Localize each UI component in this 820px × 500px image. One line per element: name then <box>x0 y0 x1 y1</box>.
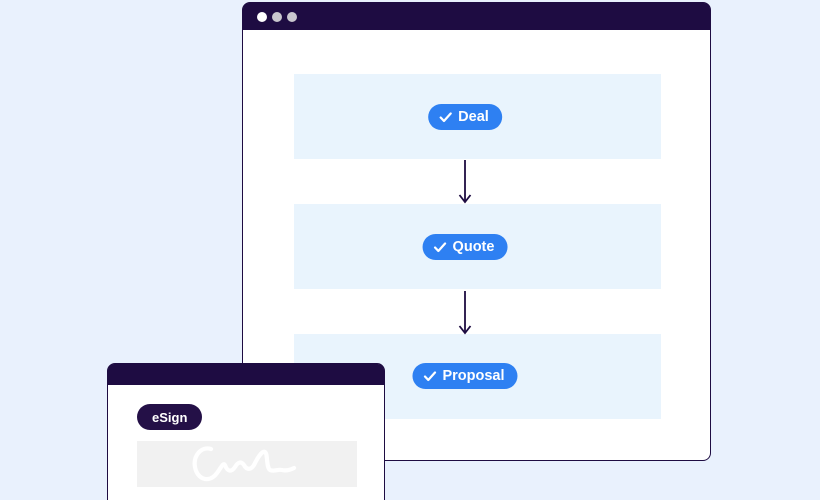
check-icon <box>439 111 452 123</box>
window-control-dot-icon[interactable] <box>272 11 282 22</box>
proposal-button[interactable]: Proposal <box>412 363 518 389</box>
deal-button[interactable]: Deal <box>428 104 502 130</box>
check-icon <box>423 370 437 382</box>
workflow-browser-window: Deal Quote Proposal <box>242 2 711 461</box>
esign-window-titlebar <box>108 364 384 385</box>
window-control-dot-icon[interactable] <box>287 11 297 22</box>
flow-arrow-down-icon <box>458 160 472 204</box>
esign-badge: eSign <box>137 404 203 430</box>
esign-badge-label: eSign <box>152 409 188 425</box>
esign-window: eSign <box>107 363 385 500</box>
window-control-dot-icon[interactable] <box>257 11 267 22</box>
quote-button[interactable]: Quote <box>422 234 508 260</box>
signature-field[interactable] <box>137 441 357 487</box>
check-icon <box>433 241 447 253</box>
proposal-button-label: Proposal <box>442 368 505 384</box>
signature-scribble-icon <box>192 446 297 482</box>
quote-button-label: Quote <box>452 239 495 255</box>
deal-button-label: Deal <box>458 109 489 125</box>
flow-arrow-down-icon <box>458 291 472 335</box>
window-titlebar <box>243 3 710 30</box>
